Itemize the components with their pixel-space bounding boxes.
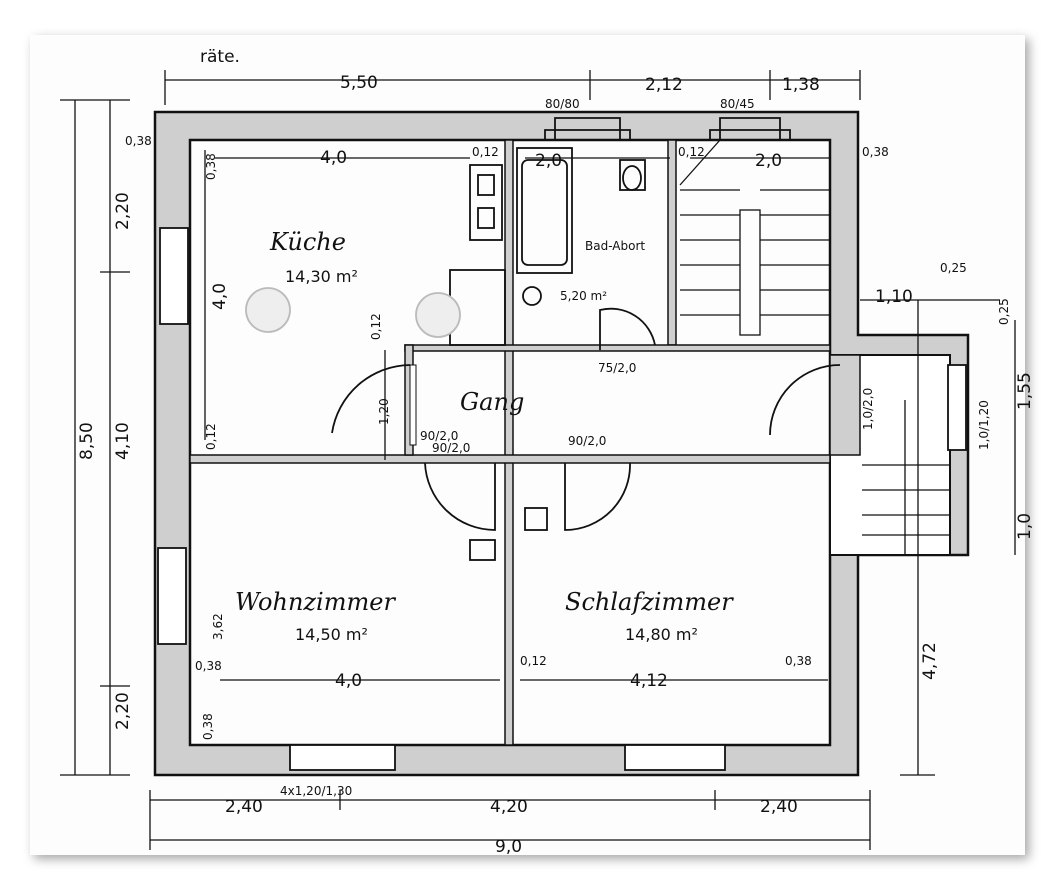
outer-walls: [153, 110, 970, 777]
room-bedroom-name: Schlafzimmer: [565, 588, 734, 616]
dim-left-220: 2,20: [113, 192, 133, 230]
room-kitchen-area: 14,30 m²: [285, 267, 358, 286]
dim-bot-240b: 2,40: [760, 797, 798, 817]
dim-door-10-20: 1,0/2,0: [861, 388, 875, 430]
dim-win-bottom: 4x1,20/1,30: [280, 784, 352, 798]
kitchen-door-opening: [409, 364, 417, 446]
dim-door-10-20b: 1,0/1,20: [977, 400, 991, 450]
dim-r-472: 4,72: [920, 642, 940, 680]
dim-door-9020a: 90/2,0: [420, 429, 458, 443]
dim-top-550: 5,50: [340, 73, 378, 93]
room-living-name: Wohnzimmer: [235, 588, 396, 616]
dim-s-412: 4,12: [630, 671, 668, 691]
room-hall-name: Gang: [460, 388, 524, 416]
dim-r-025b: 0,25: [997, 298, 1011, 325]
dim-bot-420: 4,20: [490, 797, 528, 817]
dim-k-038v: 0,38: [204, 153, 218, 180]
bath-fixtures: [245, 147, 646, 561]
dim-r-038: 0,38: [862, 145, 889, 159]
dim-r-155: 1,55: [1015, 372, 1035, 410]
dim-r-10: 1,0: [1015, 513, 1035, 540]
dim-w-038: 0,38: [195, 659, 222, 673]
entry-door-wall: [829, 354, 861, 456]
wall-center: [504, 139, 514, 746]
dim-win-8080: 80/80: [545, 97, 580, 111]
dim-door-9020b: 90/2,0: [432, 441, 470, 455]
dim-bot-240a: 2,40: [225, 797, 263, 817]
dim-top-212: 2,12: [645, 75, 683, 95]
dim-s-012: 0,12: [678, 145, 705, 159]
dim-s-20: 2,0: [755, 151, 782, 171]
dim-s-012b: 0,12: [520, 654, 547, 668]
room-bath-name: Bad-Abort: [585, 239, 645, 253]
dim-k-h40: 4,0: [210, 283, 230, 310]
dim-k-012: 0,12: [472, 145, 499, 159]
dim-w-038v: 0,38: [201, 713, 215, 740]
dim-win-8045: 80/45: [720, 97, 755, 111]
dim-door-9020c: 90/2,0: [568, 434, 606, 448]
header-note: räte.: [200, 47, 240, 67]
dim-k-40: 4,0: [320, 148, 347, 168]
dim-gang-012: 0,12: [369, 313, 383, 340]
dim-w-362: 3,62: [211, 613, 225, 640]
wall-hall-bottom: [189, 454, 831, 464]
dim-s-038: 0,38: [785, 654, 812, 668]
room-kitchen-name: Küche: [269, 228, 346, 256]
dim-r-110: 1,10: [875, 287, 913, 307]
room-bedroom-area: 14,80 m²: [625, 625, 698, 644]
windows: [157, 117, 967, 771]
dim-b-20: 2,0: [535, 151, 562, 171]
dim-r-025: 0,25: [940, 261, 967, 275]
dim-top-138: 1,38: [782, 75, 820, 95]
dim-w-40: 4,0: [335, 671, 362, 691]
room-living-area: 14,50 m²: [295, 625, 368, 644]
dim-door-120: 1,20: [377, 398, 391, 425]
door-swings: [331, 307, 841, 531]
dim-left-410: 4,10: [113, 422, 133, 460]
dim-bot-90: 9,0: [495, 837, 522, 857]
dim-left-850: 8,50: [77, 422, 97, 460]
dim-door-7520: 75/2,0: [598, 361, 636, 375]
dim-k-038: 0,38: [125, 134, 152, 148]
room-bath-area: 5,20 m²: [560, 289, 607, 303]
staircase: [679, 139, 950, 555]
dim-k-012v: 0,12: [204, 423, 218, 450]
dim-left-220b: 2,20: [113, 692, 133, 730]
wall-bath-stairs: [667, 139, 677, 346]
dimension-lines: [60, 70, 1016, 850]
